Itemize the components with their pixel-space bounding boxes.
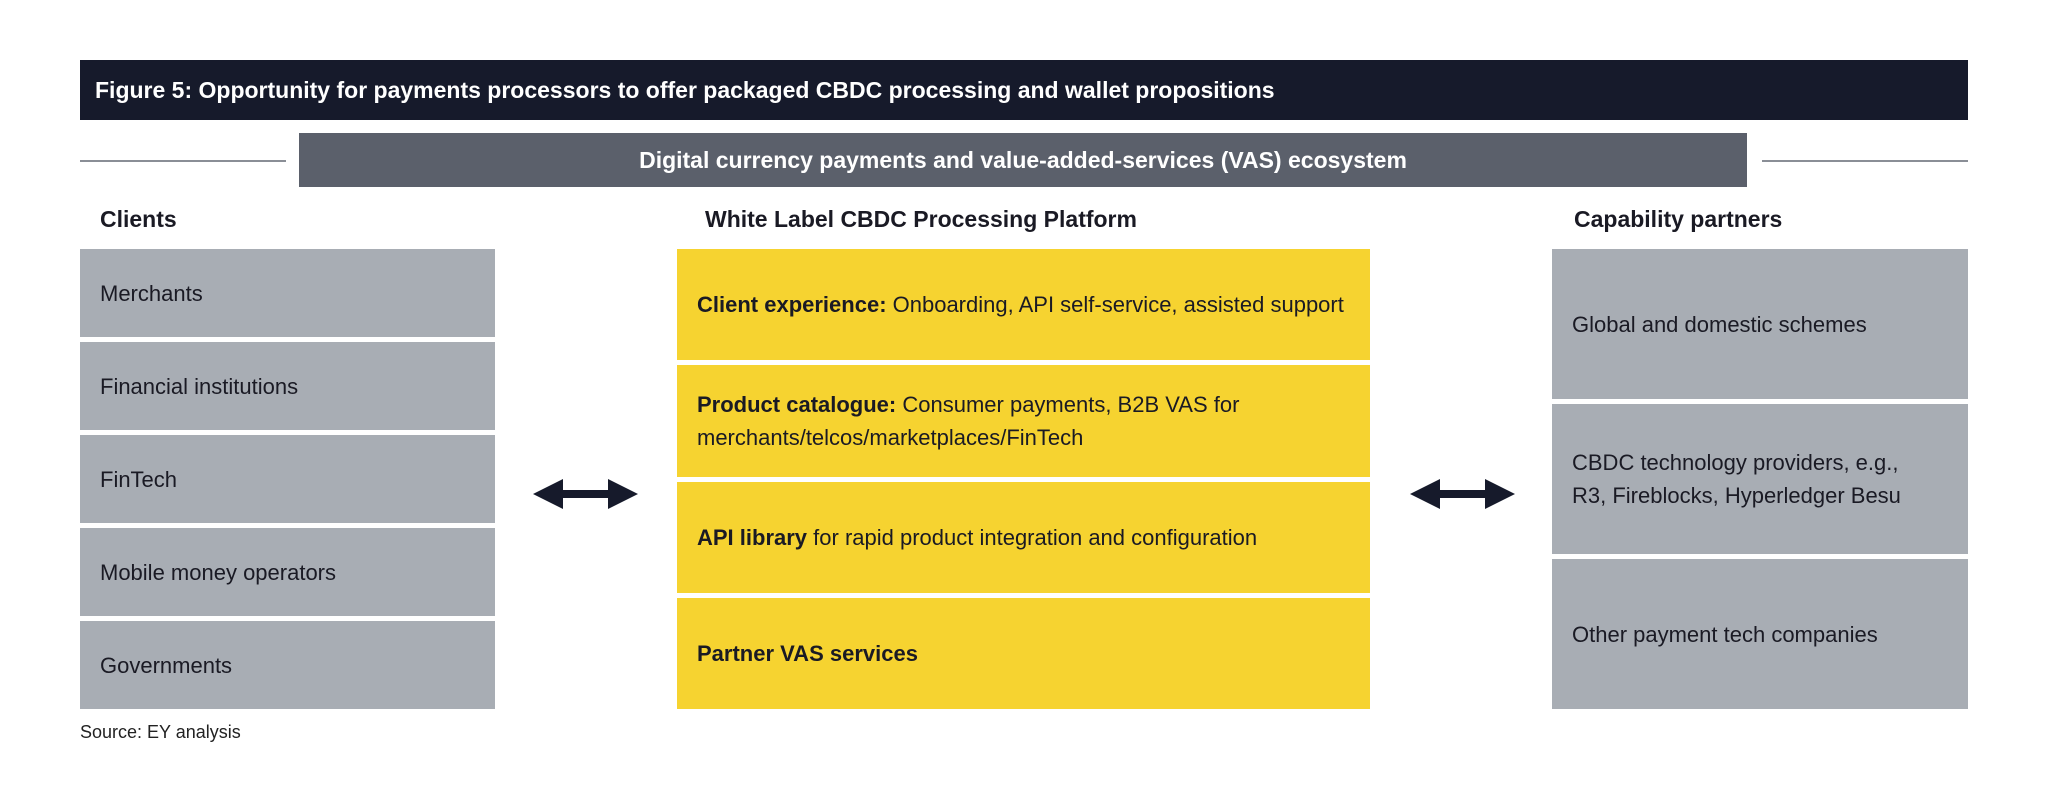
platform-box-text: Onboarding, API self-service, assisted s… (886, 292, 1344, 318)
figure-title: Figure 5: Opportunity for payments proce… (80, 60, 1968, 120)
client-box: Merchants (80, 249, 495, 337)
platform-box: API library for rapid product integratio… (677, 481, 1370, 593)
client-box: Governments (80, 621, 495, 709)
partner-box: CBDC technology providers, e.g., R3, Fir… (1552, 404, 1968, 554)
platform-box: Client experience: Onboarding, API self-… (677, 249, 1370, 361)
partner-box: Other payment tech companies (1552, 559, 1968, 709)
platform-box-title: Client experience: (697, 292, 887, 318)
platform-box-text: Consumer payments, B2B VAS for merchants… (697, 391, 1240, 450)
platform-column: Client experience: Onboarding, API self-… (677, 249, 1370, 709)
platform-box-title: Partner VAS services (697, 640, 918, 666)
source-note: Source: EY analysis (80, 722, 241, 742)
divider-left (80, 160, 286, 162)
client-box: Financial institutions (80, 342, 495, 430)
partners-heading: Capability partners (1574, 206, 1783, 232)
partner-box: Global and domestic schemes (1552, 249, 1968, 399)
double-arrow-icon (1410, 479, 1515, 509)
platform-box: Partner VAS services (677, 597, 1370, 709)
platform-heading: White Label CBDC Processing Platform (705, 206, 1137, 232)
client-box: Mobile money operators (80, 528, 495, 616)
platform-box: Product catalogue: Consumer payments, B2… (677, 365, 1370, 477)
ecosystem-banner: Digital currency payments and value-adde… (299, 133, 1747, 187)
platform-box-text: for rapid product integration and config… (807, 524, 1258, 550)
platform-box-title: Product catalogue: (697, 391, 897, 417)
client-box: FinTech (80, 435, 495, 523)
clients-heading: Clients (100, 206, 177, 232)
divider-right (1762, 160, 1968, 162)
double-arrow-icon (533, 479, 638, 509)
partners-column: Global and domestic schemes CBDC technol… (1552, 249, 1968, 709)
clients-column: Merchants Financial institutions FinTech… (80, 249, 495, 709)
platform-box-title: API library (697, 524, 808, 550)
